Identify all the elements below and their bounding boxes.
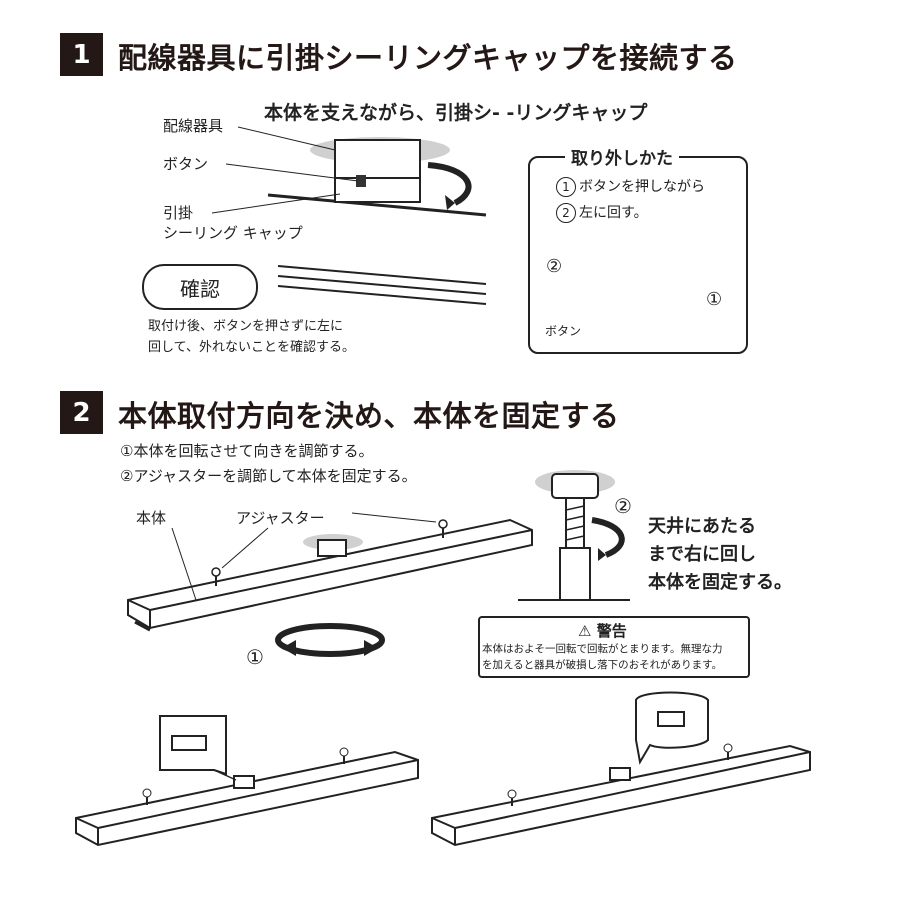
adjuster-knob <box>551 473 599 499</box>
fix-line-2: まで右に回し <box>648 544 756 565</box>
wiring-device-box <box>334 139 421 179</box>
confirm-line-1: 取付け後、ボタンを押さずに左に <box>148 319 344 334</box>
cap-button <box>356 175 366 187</box>
warning-line-2: を加えると器具が破損し落下のおそれがあります。 <box>482 659 723 671</box>
confirm-line-2: 回して、外れないことを確認する。 <box>148 340 355 355</box>
ceiling-line <box>267 193 487 217</box>
rotate-arrow-adjuster <box>591 517 625 558</box>
label-body: 本体 <box>136 509 167 527</box>
ceiling-cap-box <box>334 177 421 203</box>
warning-box <box>478 616 750 678</box>
rotate-arrow-step1 <box>427 162 472 206</box>
adjuster-body <box>559 547 591 601</box>
label-button: ボタン <box>163 155 209 173</box>
step-1-title: 配線器具に引掛シーリングキャップを接続する <box>118 41 738 75</box>
warning-title: ⚠ 警告 <box>578 620 627 641</box>
label-cap-line2: シーリング キャップ <box>163 224 303 242</box>
step-1-caption: 本体を支えながら、引掛シ- -リングキャップ <box>264 102 648 124</box>
body-bar-bottom-left <box>75 750 419 847</box>
label-cap-line1: 引掛 <box>163 204 194 222</box>
step-2-number: 2 <box>60 391 103 434</box>
step-1-number: 1 <box>60 33 103 76</box>
fix-line-1: 天井にあたる <box>648 516 756 537</box>
warning-icon: ⚠ <box>578 622 592 640</box>
step-2-title: 本体取付方向を決め、本体を固定する <box>118 399 620 433</box>
step-2-instruction-2: ②アジャスターを調節して本体を固定する。 <box>120 467 417 485</box>
circle-1-icon: 1 <box>556 177 576 197</box>
removal-mark-2: ② <box>546 256 563 277</box>
step-2-instruction-1: ①本体を回転させて向きを調節する。 <box>120 442 374 460</box>
removal-mark-1: ① <box>706 289 723 310</box>
label-wiring-device: 配線器具 <box>163 117 224 135</box>
fix-line-3: 本体を固定する。 <box>648 572 792 593</box>
adjuster-screw <box>565 497 585 551</box>
removal-button-label: ボタン <box>545 324 582 338</box>
warning-title-text: 警告 <box>596 622 627 640</box>
warning-line-1: 本体はおよそ一回転で回転がとまります。無理な力 <box>482 643 723 655</box>
adjust-mark: ② <box>614 494 632 518</box>
body-bar-main <box>127 518 533 630</box>
confirm-badge: 確認 <box>142 264 258 310</box>
label-adjuster: アジャスター <box>236 509 325 527</box>
rotate-mark: ① <box>246 645 264 669</box>
circle-2-icon: 2 <box>556 203 576 223</box>
removal-step-2-text: 左に回す。 <box>579 205 648 221</box>
removal-step-1-text: ボタンを押しながら <box>579 179 705 195</box>
body-bar-bottom-right <box>431 744 811 847</box>
removal-panel-title: 取り外しかた <box>565 144 679 169</box>
